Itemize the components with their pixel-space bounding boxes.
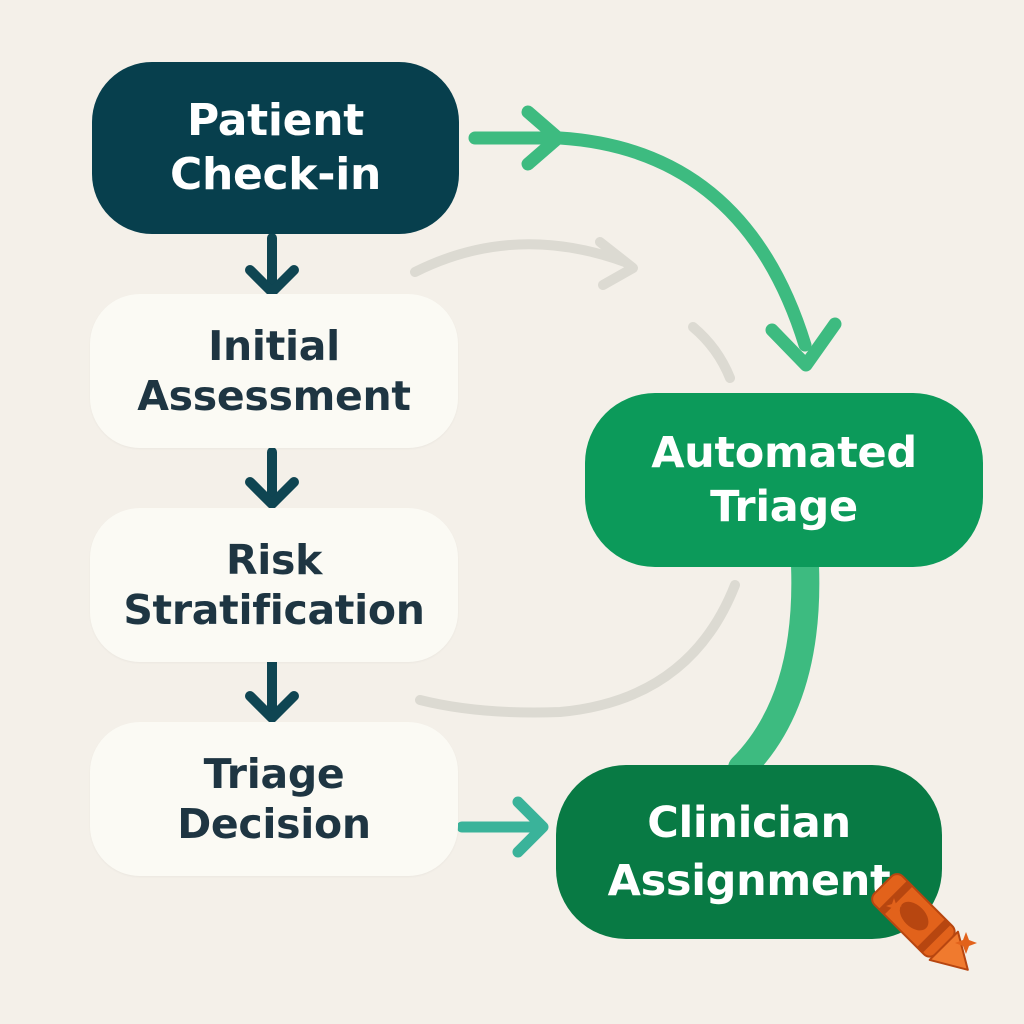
node-patient-checkin: Patient Check-in	[92, 62, 459, 234]
node-triage-decision-label: Triage Decision	[177, 750, 371, 848]
arrow-assessment-to-risk	[245, 447, 299, 509]
node-triage-decision: Triage Decision	[90, 722, 458, 876]
faint-arc-side	[688, 322, 735, 383]
arrow-checkin-to-assessment	[245, 233, 299, 297]
arrow-decision-to-clinician	[456, 796, 549, 858]
sparkle-icon	[886, 898, 902, 914]
node-risk-stratification-label: Risk Stratification	[123, 536, 425, 634]
connector-automated-to-clinician	[728, 551, 820, 782]
node-clinician-assignment-label: Clinician Assignment	[607, 798, 891, 906]
node-initial-assessment: Initial Assessment	[90, 294, 458, 448]
node-clinician-assignment: Clinician Assignment	[556, 765, 942, 939]
faint-arc-bottom	[415, 580, 740, 718]
node-patient-checkin-label: Patient Check-in	[169, 95, 382, 200]
node-initial-assessment-label: Initial Assessment	[137, 322, 411, 420]
arrow-risk-to-decision	[245, 657, 299, 723]
faint-arc-top	[410, 239, 630, 277]
arrow-checkin-to-automated	[468, 105, 842, 372]
node-automated-triage-label: Automated Triage	[651, 428, 917, 532]
node-automated-triage: Automated Triage	[585, 393, 983, 567]
faint-arc-top-head	[595, 237, 638, 290]
node-risk-stratification: Risk Stratification	[90, 508, 458, 662]
crayon-icon	[871, 873, 977, 971]
sparkle-icon	[955, 932, 977, 954]
